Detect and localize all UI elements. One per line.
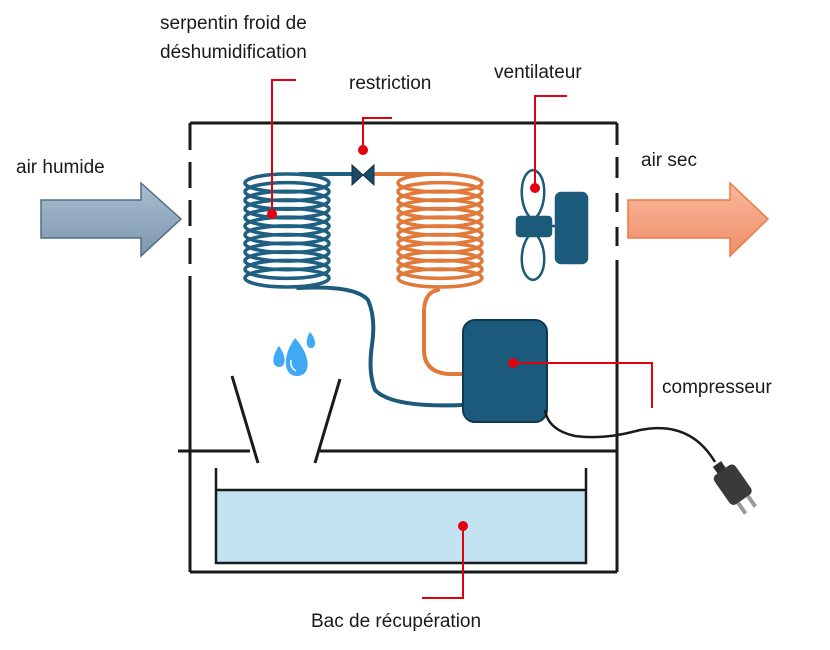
restriction-valve-icon: [351, 163, 375, 187]
coil-loop: [243, 267, 331, 289]
air-in-arrow: [40, 181, 183, 258]
cold-coil-label-line1: serpentin froid de: [160, 13, 307, 34]
drain-funnel: [178, 375, 617, 464]
compressor-label: compresseur: [662, 377, 772, 398]
restriction-label: restriction: [349, 73, 431, 94]
tank-label: Bac de récupération: [311, 611, 481, 632]
coil-loop: [396, 258, 484, 281]
air-out-label: air sec: [641, 150, 697, 171]
compressor: [462, 319, 548, 423]
air-in-label: air humide: [16, 157, 105, 178]
collection-tank: [214, 468, 588, 565]
hot-coil: [396, 172, 484, 289]
cabinet-outline: [188, 121, 619, 574]
air-out-arrow: [627, 181, 770, 258]
power-cable: [543, 409, 717, 463]
coil-loop: [396, 267, 484, 289]
cold-coil-label-line2: déshumidification: [160, 42, 307, 63]
fan-icon: [515, 168, 589, 282]
cold-coil: [243, 172, 331, 289]
pointer-dots: [267, 145, 540, 531]
pointer-lines: [271, 79, 653, 599]
fan-label: ventilateur: [494, 62, 582, 83]
coil-loop: [243, 258, 331, 281]
power-plug-icon: [712, 461, 758, 515]
water-drops-icon: [273, 332, 315, 376]
